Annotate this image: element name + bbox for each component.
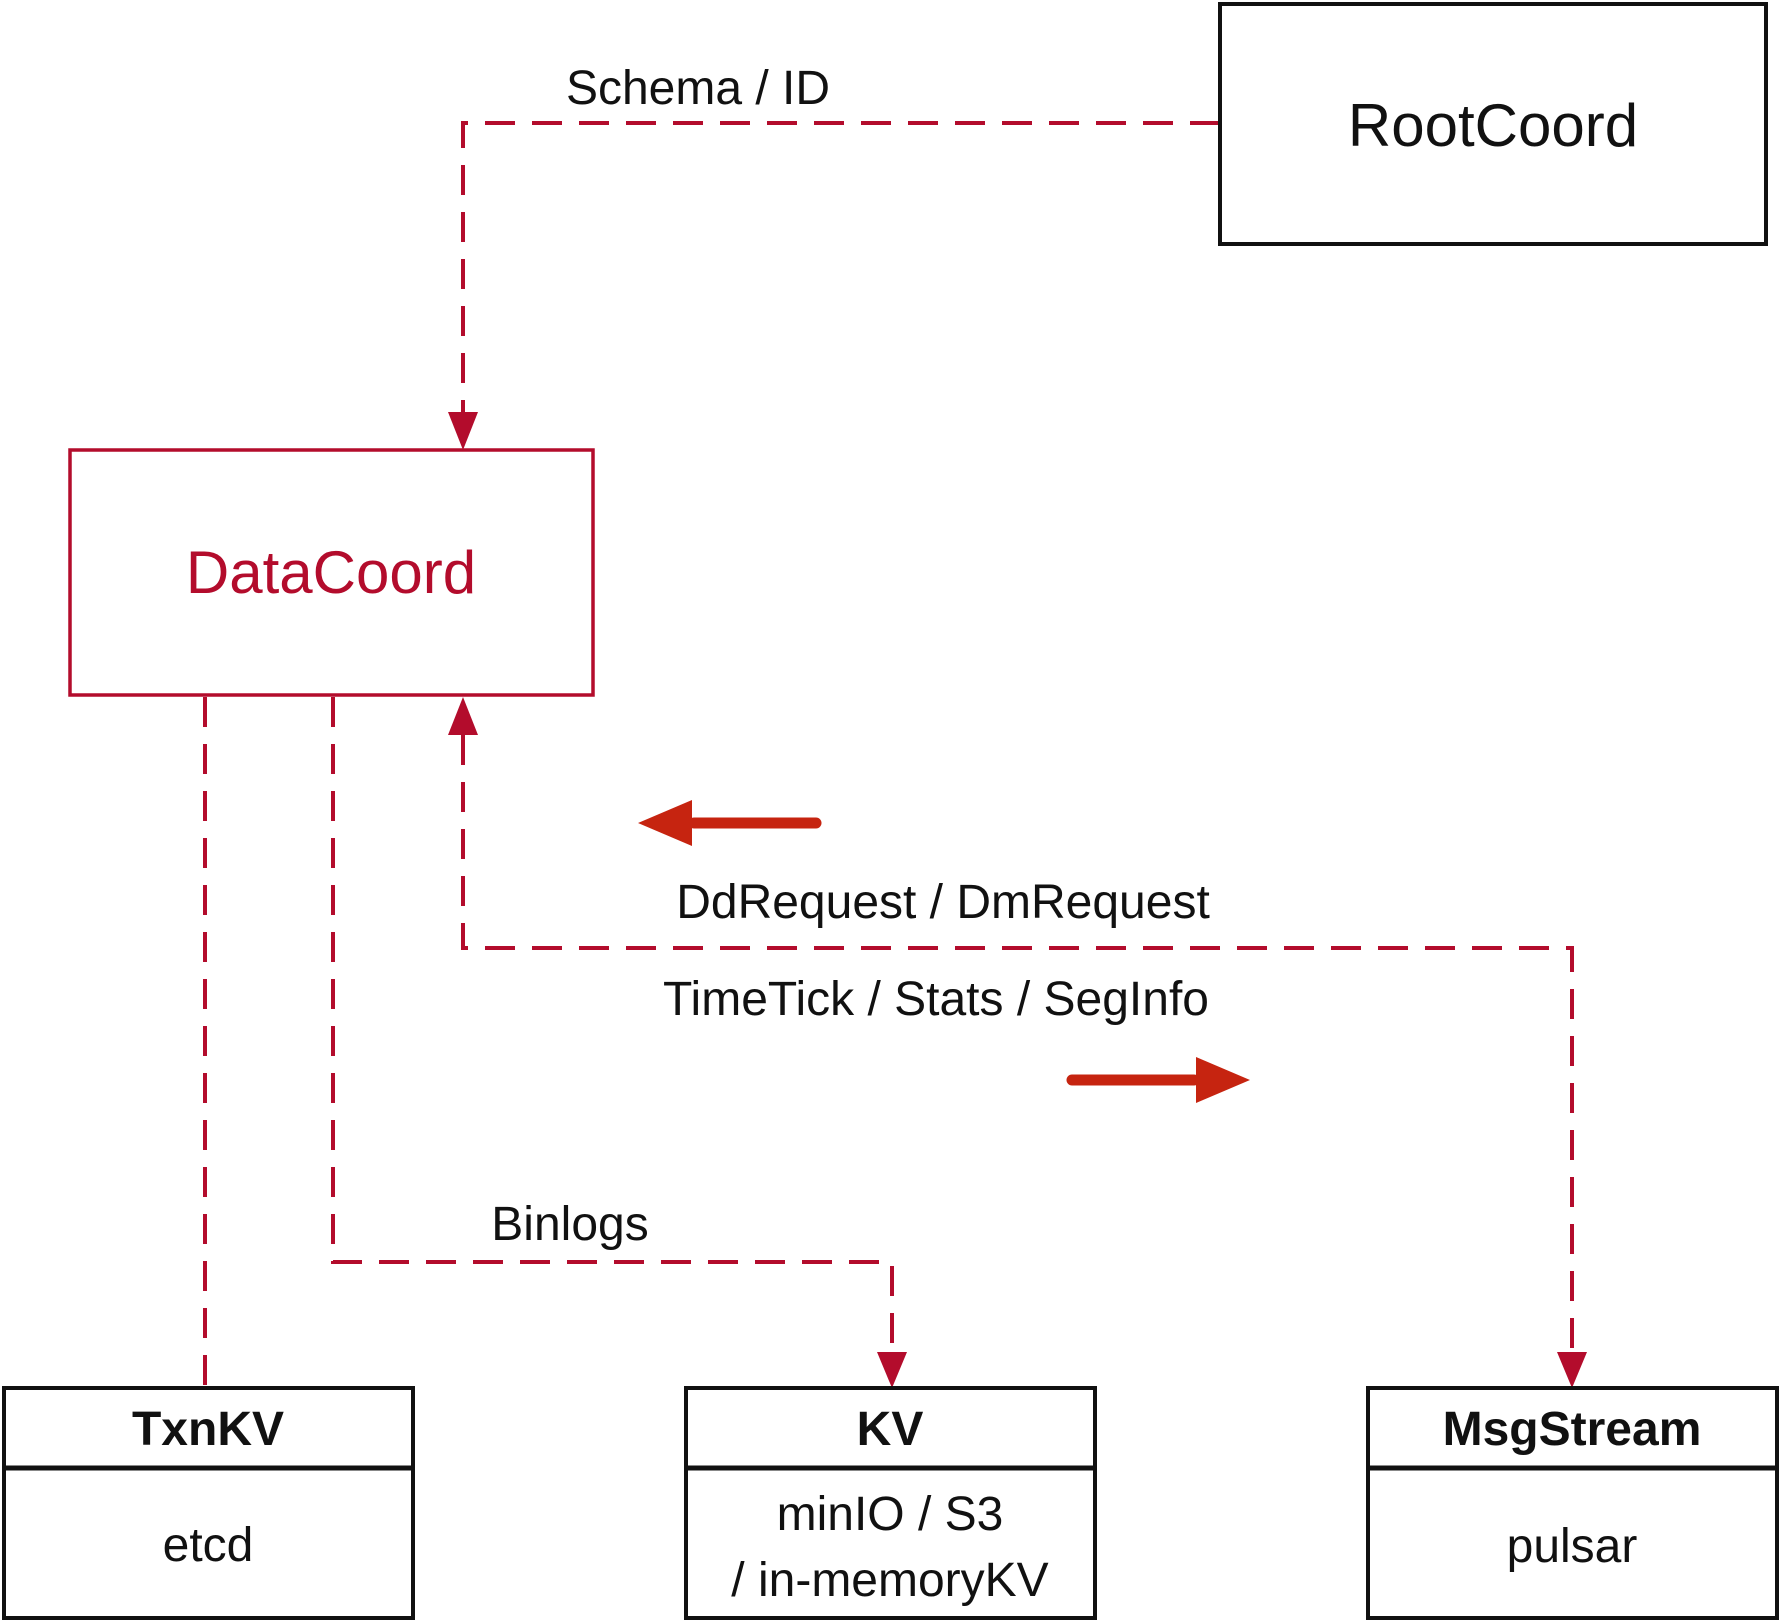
edge-binlogs [331, 697, 894, 1354]
arrowhead-into-datacoord-top-icon [448, 412, 478, 450]
left-direction-arrow-icon [638, 800, 822, 846]
kv-body-line2: / in-memoryKV [731, 1554, 1048, 1607]
edge-label-binlogs: Binlogs [491, 1198, 648, 1251]
arrowhead-into-datacoord-bottom-icon [448, 697, 478, 735]
datacoord-label: DataCoord [186, 539, 476, 606]
edge-label-schema-id: Schema / ID [566, 62, 830, 115]
edge-label-timetick-stats-seginfo: TimeTick / Stats / SegInfo [663, 973, 1209, 1026]
edge-label-ddrequest-dmrequest: DdRequest / DmRequest [676, 876, 1210, 929]
kv-title: KV [857, 1403, 924, 1456]
right-direction-arrow-icon [1066, 1057, 1250, 1103]
rootcoord-label: RootCoord [1348, 92, 1638, 159]
txnkv-body: etcd [163, 1519, 254, 1572]
edge-msgstream-channel [461, 735, 1574, 1354]
edge-schema-id [461, 121, 1220, 436]
node-txnkv: TxnKV etcd [2, 1386, 415, 1620]
node-rootcoord: RootCoord [1218, 2, 1768, 246]
msgstream-title: MsgStream [1443, 1403, 1702, 1456]
node-datacoord: DataCoord [68, 448, 595, 697]
kv-body-line1: minIO / S3 [777, 1488, 1004, 1541]
msgstream-body: pulsar [1507, 1520, 1638, 1573]
arrowhead-into-msgstream-top-icon [1557, 1352, 1587, 1388]
node-kv: KV minIO / S3 / in-memoryKV [684, 1386, 1097, 1620]
txnkv-title: TxnKV [132, 1403, 284, 1456]
node-msgstream: MsgStream pulsar [1366, 1386, 1779, 1620]
arrowhead-into-kv-top-icon [877, 1352, 907, 1388]
